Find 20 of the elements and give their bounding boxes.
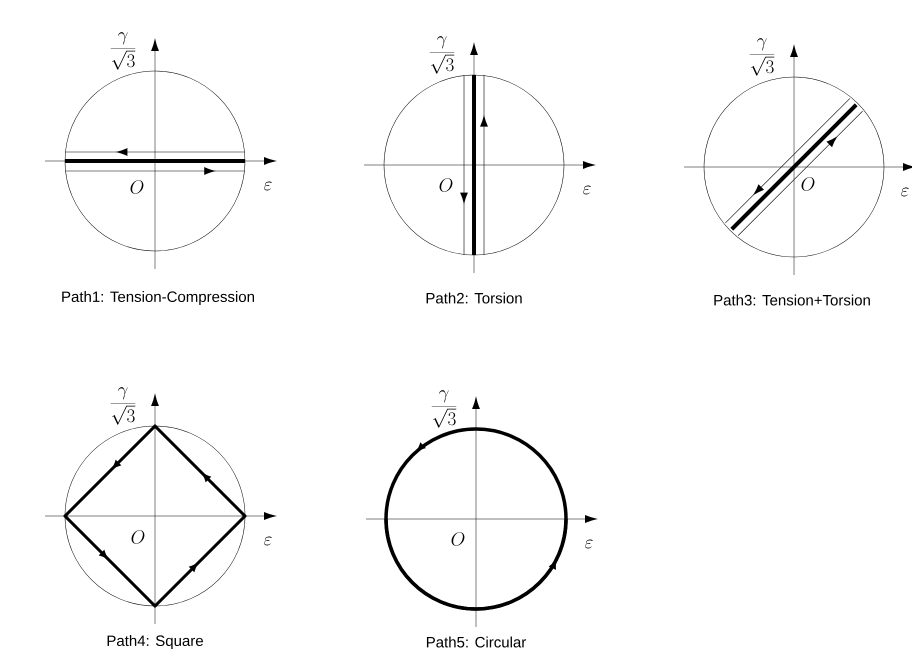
origin-label: $O$: [440, 178, 452, 192]
axis-label: $\frac{\gamma}{\sqrt{3}}$: [110, 387, 136, 425]
axis-label: $\varepsilon$: [264, 182, 272, 190]
axis-label: $\varepsilon$: [583, 186, 591, 194]
axis-label: $\frac{\gamma}{\sqrt{3}}$: [750, 38, 774, 76]
panel-caption: Path5: Circular: [426, 636, 526, 648]
origin-label: $O$: [802, 177, 814, 191]
panel-caption: Path3: Tension+Torsion: [714, 294, 870, 306]
axis-label: $\varepsilon$: [901, 188, 909, 196]
axis-label: $\frac{\gamma}{\sqrt{3}}$: [432, 390, 456, 428]
origin-label: $O$: [130, 180, 144, 194]
origin-label: $O$: [452, 532, 464, 546]
axis-label: $\frac{\gamma}{\sqrt{3}}$: [110, 32, 136, 70]
panel-caption: Path4: Square: [108, 635, 203, 649]
axis-label: $\varepsilon$: [264, 536, 272, 546]
axis-label: $\frac{\gamma}{\sqrt{3}}$: [430, 36, 454, 74]
panel-caption: Path2: Torsion: [426, 292, 522, 304]
axis-label: $\varepsilon$: [585, 540, 593, 548]
origin-label: $O$: [132, 530, 144, 544]
panel-caption: Path1: Tension-Compression: [62, 291, 254, 305]
